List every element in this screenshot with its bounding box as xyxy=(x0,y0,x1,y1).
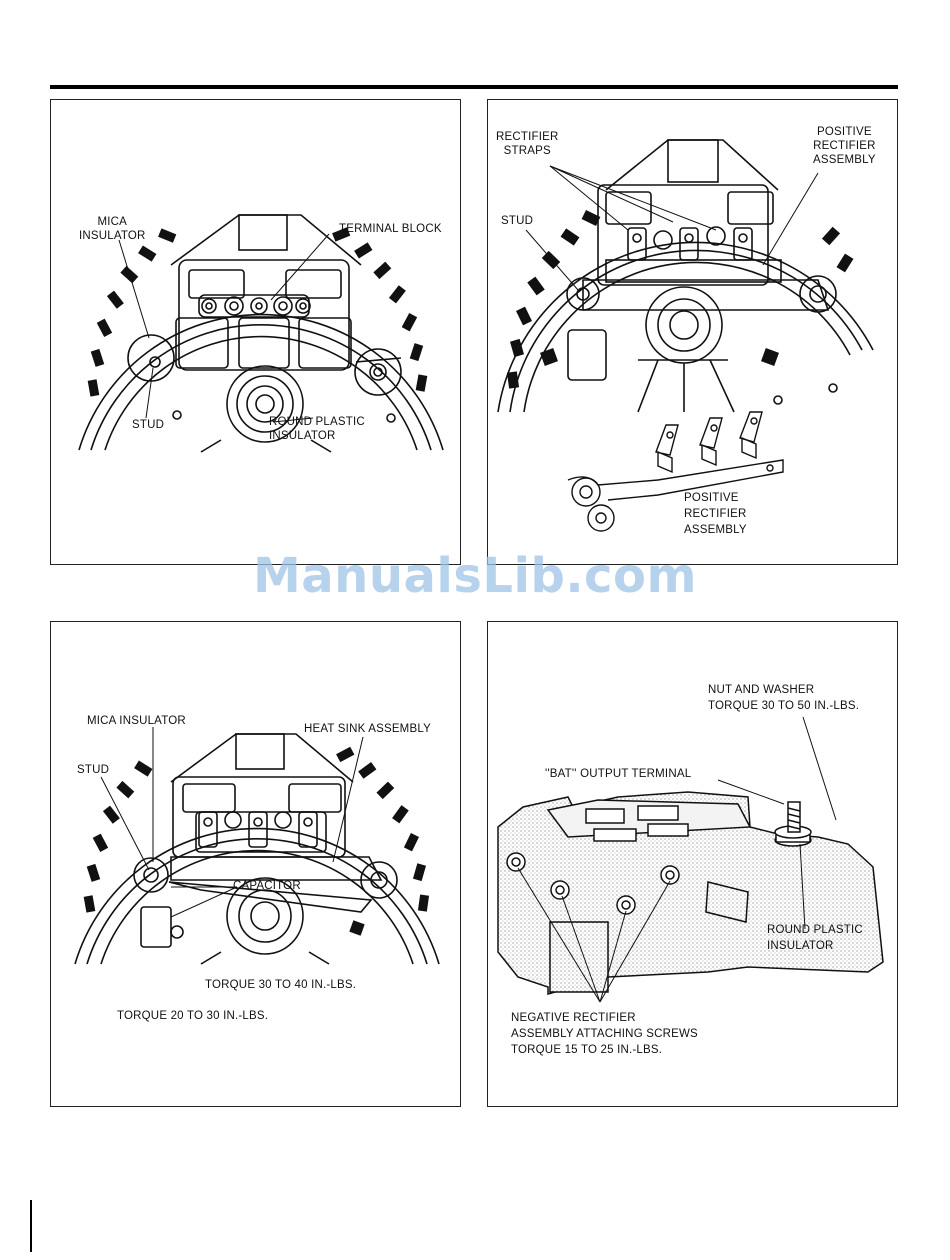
label-round-plastic-insulator: ROUND PLASTIC INSULATOR xyxy=(269,416,365,442)
label-negative-rectifier-screws: NEGATIVE RECTIFIER ASSEMBLY ATTACHING SC… xyxy=(511,1012,698,1056)
label-positive-rectifier-assembly-top: POSITIVE RECTIFIER ASSEMBLY xyxy=(813,126,876,166)
label-mica-insulator: MICA INSULATOR xyxy=(79,216,146,242)
margin-rule xyxy=(30,1200,32,1252)
rectifier-straps-illustration xyxy=(497,139,874,532)
label-stud: STUD xyxy=(132,419,165,431)
watermark: ManualsLib.com xyxy=(253,548,697,604)
label-terminal-block: TERMINAL BLOCK xyxy=(339,223,442,235)
label-torque-30-40: TORQUE 30 TO 40 IN.-LBS. xyxy=(205,979,357,991)
header-rule xyxy=(50,85,898,89)
label-mica-insulator: MICA INSULATOR xyxy=(87,715,186,727)
label-nut-and-washer: NUT AND WASHER TORQUE 30 TO 50 IN.-LBS. xyxy=(708,684,860,712)
label-stud: STUD xyxy=(501,215,534,227)
label-round-plastic-insulator: ROUND PLASTIC INSULATOR xyxy=(767,924,863,952)
figure-panel-bat-output-terminal: NUT AND WASHER TORQUE 30 TO 50 IN.-LBS. … xyxy=(487,621,898,1107)
label-heat-sink-assembly: HEAT SINK ASSEMBLY xyxy=(304,723,431,735)
figure-panel-heat-sink-capacitor: MICA INSULATOR HEAT SINK ASSEMBLY STUD C… xyxy=(50,621,461,1107)
label-rectifier-straps: RECTIFIER STRAPS xyxy=(496,131,559,157)
label-capacitor: CAPACITOR xyxy=(233,880,301,892)
label-torque-20-30: TORQUE 20 TO 30 IN.-LBS. xyxy=(117,1010,269,1022)
alternator-rear-view-illustration xyxy=(78,214,444,453)
label-stud: STUD xyxy=(77,764,110,776)
figure-panel-positive-rectifier: RECTIFIER STRAPS POSITIVE RECTIFIER ASSE… xyxy=(487,99,898,565)
heat-sink-assembly-illustration xyxy=(74,727,440,965)
alternator-side-view-illustration xyxy=(497,716,884,1003)
label-positive-rectifier-assembly-bottom: POSITIVE RECTIFIER ASSEMBLY xyxy=(684,492,747,536)
label-bat-output-terminal: ''BAT'' OUTPUT TERMINAL xyxy=(545,768,692,780)
figure-panel-mica-insulator-terminal-block: MICA INSULATOR TERMINAL BLOCK STUD ROUND… xyxy=(50,99,461,565)
